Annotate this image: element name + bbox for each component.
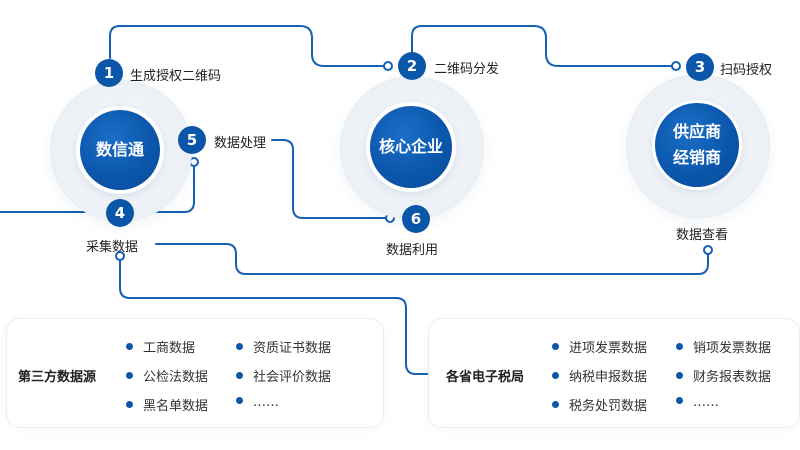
step-2-badge: 2 <box>398 52 426 80</box>
bullet-icon <box>126 343 133 350</box>
bullet-icon <box>236 397 243 404</box>
third-party-item: 社会评价数据 <box>236 366 331 385</box>
step-5-badge: 5 <box>178 126 206 154</box>
bullet-icon <box>126 401 133 408</box>
bullet-icon <box>126 372 133 379</box>
bullet-icon <box>552 343 559 350</box>
step-4-label: 采集数据 <box>86 240 139 255</box>
third-party-item: 黑名单数据 <box>126 395 208 414</box>
hub-center-core: 核心企业 <box>370 106 452 188</box>
step-3-badge: 3 <box>686 53 714 81</box>
bullet-icon <box>676 397 683 404</box>
bullet-icon <box>676 372 683 379</box>
bullet-icon <box>236 372 243 379</box>
bullet-icon <box>236 343 243 350</box>
tax-bureau-item: 纳税申报数据 <box>552 366 647 385</box>
tax-bureau-item: 销项发票数据 <box>676 337 771 356</box>
step-6-badge: 6 <box>402 205 430 233</box>
third-party-item: 公检法数据 <box>126 366 208 385</box>
third-party-card <box>6 318 384 428</box>
step-1-badge: 1 <box>95 59 123 87</box>
step-6-label: 数据利用 <box>386 243 439 258</box>
tax-bureau-item: 税务处罚数据 <box>552 395 647 414</box>
data-view-label: 数据查看 <box>676 228 729 243</box>
bullet-icon <box>676 343 683 350</box>
third-party-item: 工商数据 <box>126 337 195 356</box>
bullet-icon <box>552 401 559 408</box>
step-3-label: 扫码授权 <box>720 63 773 78</box>
tax-bureau-item: …… <box>676 395 719 410</box>
tax-bureau-card <box>428 318 800 428</box>
step-5-label: 数据处理 <box>214 136 267 151</box>
step-2-label: 二维码分发 <box>434 62 500 77</box>
step-1-label: 生成授权二维码 <box>130 69 222 84</box>
tax-bureau-item: 进项发票数据 <box>552 337 647 356</box>
hub-right-core: 供应商 经销商 <box>655 103 739 187</box>
third-party-item: 资质证书数据 <box>236 337 331 356</box>
step-4-badge: 4 <box>106 199 134 227</box>
bullet-icon <box>552 372 559 379</box>
third-party-title: 第三方数据源 <box>18 370 97 385</box>
hub-left-core: 数信通 <box>80 110 160 190</box>
tax-bureau-title: 各省电子税局 <box>446 370 525 385</box>
third-party-item: …… <box>236 395 279 410</box>
tax-bureau-item: 财务报表数据 <box>676 366 771 385</box>
